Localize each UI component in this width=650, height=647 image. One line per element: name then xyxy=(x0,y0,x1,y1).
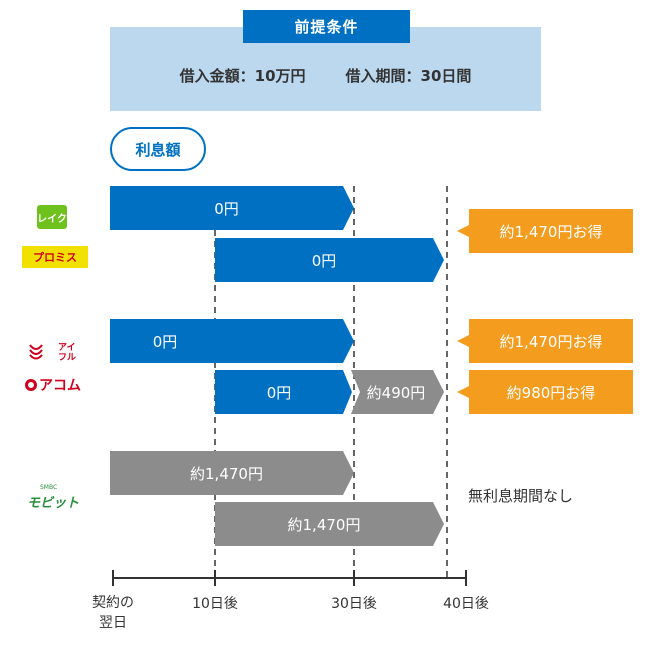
bar-label-mobit-a: 約1,470円 xyxy=(190,464,263,483)
savings-aiful: 約1,470円お得 xyxy=(499,332,603,351)
bar-mobit-b xyxy=(215,502,444,546)
mobit-no-interest-note: 無利息期間なし xyxy=(468,487,574,505)
acom-logo-text: アコム xyxy=(39,378,81,394)
savings-callout-acom xyxy=(457,370,633,414)
bar-label-lake: 0円 xyxy=(214,199,239,218)
aiful-logo: アイフル xyxy=(58,343,77,363)
tick-label-day30: 30日後 xyxy=(331,596,377,612)
interest-label: 利息額 xyxy=(110,127,206,171)
bar-label-acom: 0円 xyxy=(266,383,292,402)
acom-logo: アコム xyxy=(25,375,81,395)
bar-lake xyxy=(110,186,354,230)
loan-amount: 借入金額：10万円 xyxy=(179,66,306,85)
savings-acom: 約980円お得 xyxy=(506,383,596,402)
tick-label-day10: 10日後 xyxy=(192,596,238,612)
bar-acom xyxy=(215,370,352,414)
lake-logo: レイク xyxy=(37,205,67,229)
bar-mobit-a xyxy=(110,451,354,495)
bar-label-aiful: 0円 xyxy=(152,332,178,351)
aiful-mark-icon xyxy=(29,344,43,360)
mobit-logo-small: SMBC xyxy=(40,484,58,491)
savings-callout-lake xyxy=(457,209,633,253)
premise-conditions: 借入金額：10万円 借入期間：30日間 xyxy=(110,58,541,92)
bar-label-promise: 0円 xyxy=(311,251,337,270)
bar-aiful xyxy=(110,319,354,363)
bar-label-mobit-b: 約1,470円 xyxy=(287,515,361,534)
bar-acom-extra xyxy=(351,370,444,414)
loan-period: 借入期間：30日間 xyxy=(345,66,472,85)
promise-logo: プロミス xyxy=(22,246,88,268)
bar-label-acom-extra: 約490円 xyxy=(366,383,426,402)
bar-promise xyxy=(215,238,444,282)
acom-circle-icon xyxy=(25,379,37,391)
premise-title: 前提条件 xyxy=(243,10,410,43)
savings-lake-promise: 約1,470円お得 xyxy=(499,222,603,241)
tick-label-start: 契約の 翌日 xyxy=(92,595,134,631)
tick-label-day40: 40日後 xyxy=(443,596,489,612)
mobit-logo: モビット xyxy=(27,496,80,511)
savings-callout-aiful xyxy=(457,319,633,363)
